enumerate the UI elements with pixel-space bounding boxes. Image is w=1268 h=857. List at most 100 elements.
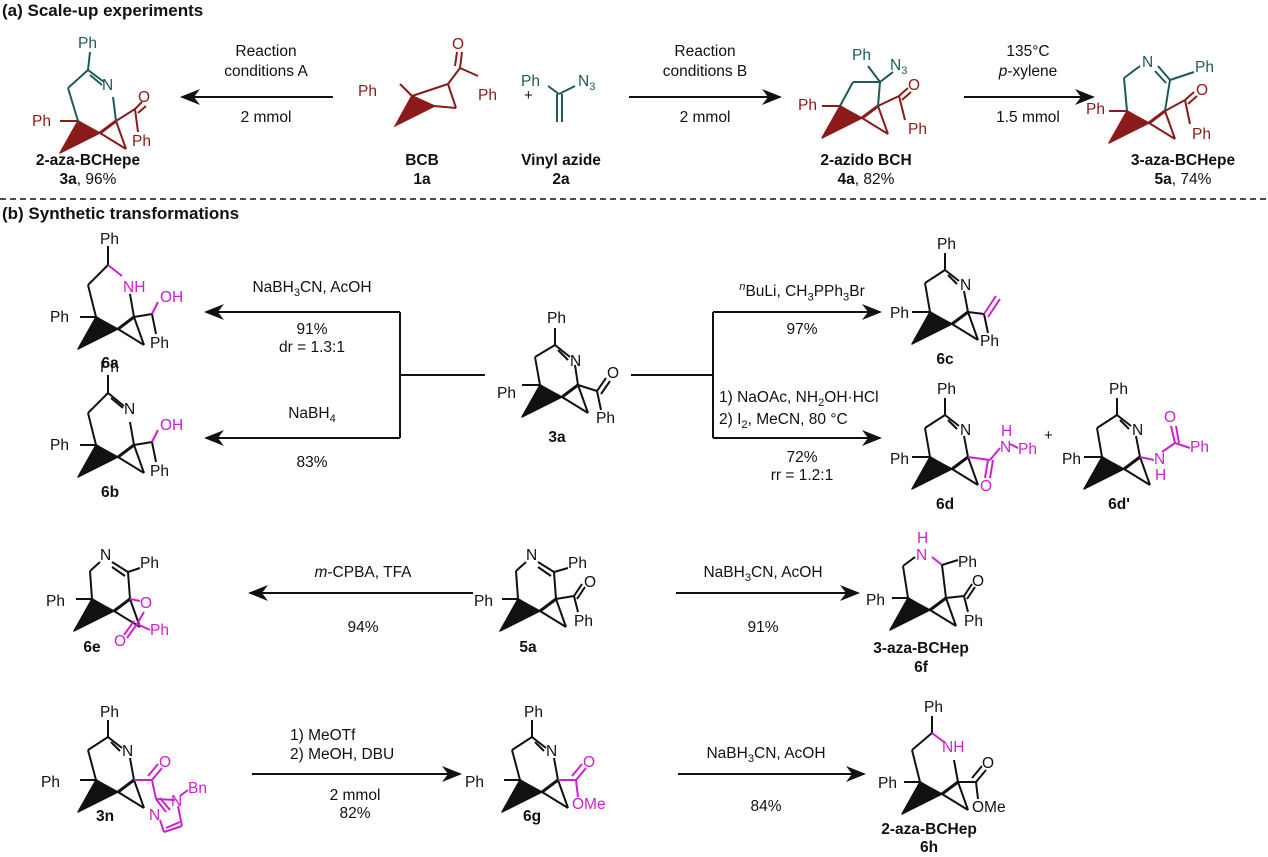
atom-ph: Ph xyxy=(150,622,169,639)
id: 6h xyxy=(919,839,939,856)
compound-2a-id: 2a xyxy=(552,172,569,188)
structure-2a xyxy=(547,85,576,122)
structure-6e xyxy=(72,561,151,639)
yield-6e: 94% xyxy=(347,619,379,636)
compound-6c-id: 6c xyxy=(936,352,953,368)
atom-n: N xyxy=(149,807,161,824)
reagents-6f: NaBH3CN, AcOH xyxy=(703,564,823,585)
atom-n: N xyxy=(546,743,558,760)
atom-ph: Ph xyxy=(798,97,817,114)
azide-n: N xyxy=(890,57,902,74)
compound-5a-id: 5a xyxy=(519,640,536,656)
atom-ph: Ph xyxy=(958,554,977,571)
atom-n: N xyxy=(960,277,972,294)
atom-oh: OH xyxy=(160,417,184,434)
reagents-6g-step1: 1) MeOTf xyxy=(290,727,356,744)
reagents-6d-step1: 1) NaOAc, NH2OH·HCl xyxy=(719,389,879,410)
structure-1a xyxy=(393,51,479,128)
atom-bn: Bn xyxy=(188,780,207,797)
conditions-B-line1: Reaction xyxy=(674,43,736,60)
conditions-thermal-scale: 1.5 mmol xyxy=(996,109,1060,126)
atom-ph: Ph xyxy=(574,613,593,630)
atom-o: O xyxy=(583,754,596,771)
atom-o: O xyxy=(908,77,921,94)
atom-ph: Ph xyxy=(474,593,493,610)
yield-6c: 97% xyxy=(786,321,818,338)
atom-ph: Ph xyxy=(100,359,119,376)
reagents-6e: m-CPBA, TFA xyxy=(314,564,412,581)
atom-ph: Ph xyxy=(78,35,97,52)
atom-o: O xyxy=(1196,82,1209,99)
atom-nh: NH xyxy=(942,739,965,756)
reagents-6g-step2: 2) MeOH, DBU xyxy=(290,746,395,763)
compound-6g-id: 6g xyxy=(523,809,541,825)
id: 1a xyxy=(413,171,431,188)
atom-ph: Ph xyxy=(1190,439,1209,456)
atom-o: O xyxy=(972,573,985,590)
atom-ph: Ph xyxy=(964,613,983,630)
atom-ph: Ph xyxy=(852,47,871,64)
compound-5a-yield: 5a, 74% xyxy=(1155,172,1212,188)
name: 2-aza-BCHepe xyxy=(35,152,141,169)
atom-n: N xyxy=(1132,422,1144,439)
id: 6a xyxy=(101,355,119,372)
structure-6d-prime xyxy=(1082,398,1191,491)
compound-3a-name: 2-aza-BCHepe xyxy=(36,153,140,169)
compound-6f-id: 6f xyxy=(914,660,928,676)
atom-ph: Ph xyxy=(46,593,65,610)
atom-o: O xyxy=(584,574,597,591)
yield-6h: 84% xyxy=(750,798,782,815)
atom-ph: Ph xyxy=(890,451,909,468)
id: 6d xyxy=(935,496,955,513)
atom-ph: Ph xyxy=(32,113,51,130)
atom-ph: Ph xyxy=(132,133,151,150)
atom-ph: Ph xyxy=(1062,451,1081,468)
conditions-A-line2: conditions A xyxy=(224,63,308,80)
atom-n: N xyxy=(570,353,582,370)
atom-n: N xyxy=(124,401,136,418)
yield-6f: 91% xyxy=(747,619,779,636)
atom-ph: Ph xyxy=(524,704,543,721)
reagents-6b: NaBH4 xyxy=(288,405,336,426)
atom-o: O xyxy=(607,365,620,382)
atom-nh: NH xyxy=(123,279,146,296)
name: Vinyl azide xyxy=(521,152,601,169)
atom-ph: Ph xyxy=(596,410,615,427)
id: 5a xyxy=(519,639,537,656)
id: 2a xyxy=(552,171,570,188)
structure-6d xyxy=(910,398,1019,491)
structure-6f xyxy=(888,556,976,632)
compound-6f-name: 3-aza-BCHep xyxy=(873,641,969,657)
atom-n: N xyxy=(102,77,114,94)
structure-3n xyxy=(76,720,189,833)
dr-6a: dr = 1.3:1 xyxy=(279,339,345,356)
atom-h: H xyxy=(1155,467,1167,484)
id: 6c xyxy=(936,351,954,368)
compound-1a-name: BCB xyxy=(405,153,439,169)
yield-6d: 72% xyxy=(786,449,818,466)
atom-oh: OH xyxy=(160,289,184,306)
atom-n3: N3 xyxy=(890,57,908,78)
atom-ph: Ph xyxy=(358,83,377,100)
atom-n: N xyxy=(122,743,134,760)
conditions-A-line1: Reaction xyxy=(235,43,297,60)
atom-n: N xyxy=(1142,54,1154,71)
atom-ph: Ph xyxy=(140,555,159,572)
atom-n: N xyxy=(100,547,112,564)
id: 5a xyxy=(1154,171,1172,188)
compound-6d-id: 6d xyxy=(936,497,954,513)
atom-o: O xyxy=(114,633,127,650)
conditions-B-line2: conditions B xyxy=(662,63,748,80)
atom-ome: OMe xyxy=(572,796,606,813)
id: 6f xyxy=(914,659,928,676)
atom-ph: Ph xyxy=(890,305,909,322)
plus-sign: + xyxy=(524,87,533,104)
atom-ph: Ph xyxy=(924,699,943,716)
structure-5a-top xyxy=(1107,65,1198,145)
atom-o: O xyxy=(1164,409,1177,426)
atom-ph: Ph xyxy=(866,592,885,609)
atom-n3: N3 xyxy=(578,73,596,94)
compound-4a-yield: 4a, 82% xyxy=(838,172,895,188)
reagents-6a: NaBH3CN, AcOH xyxy=(252,279,372,300)
